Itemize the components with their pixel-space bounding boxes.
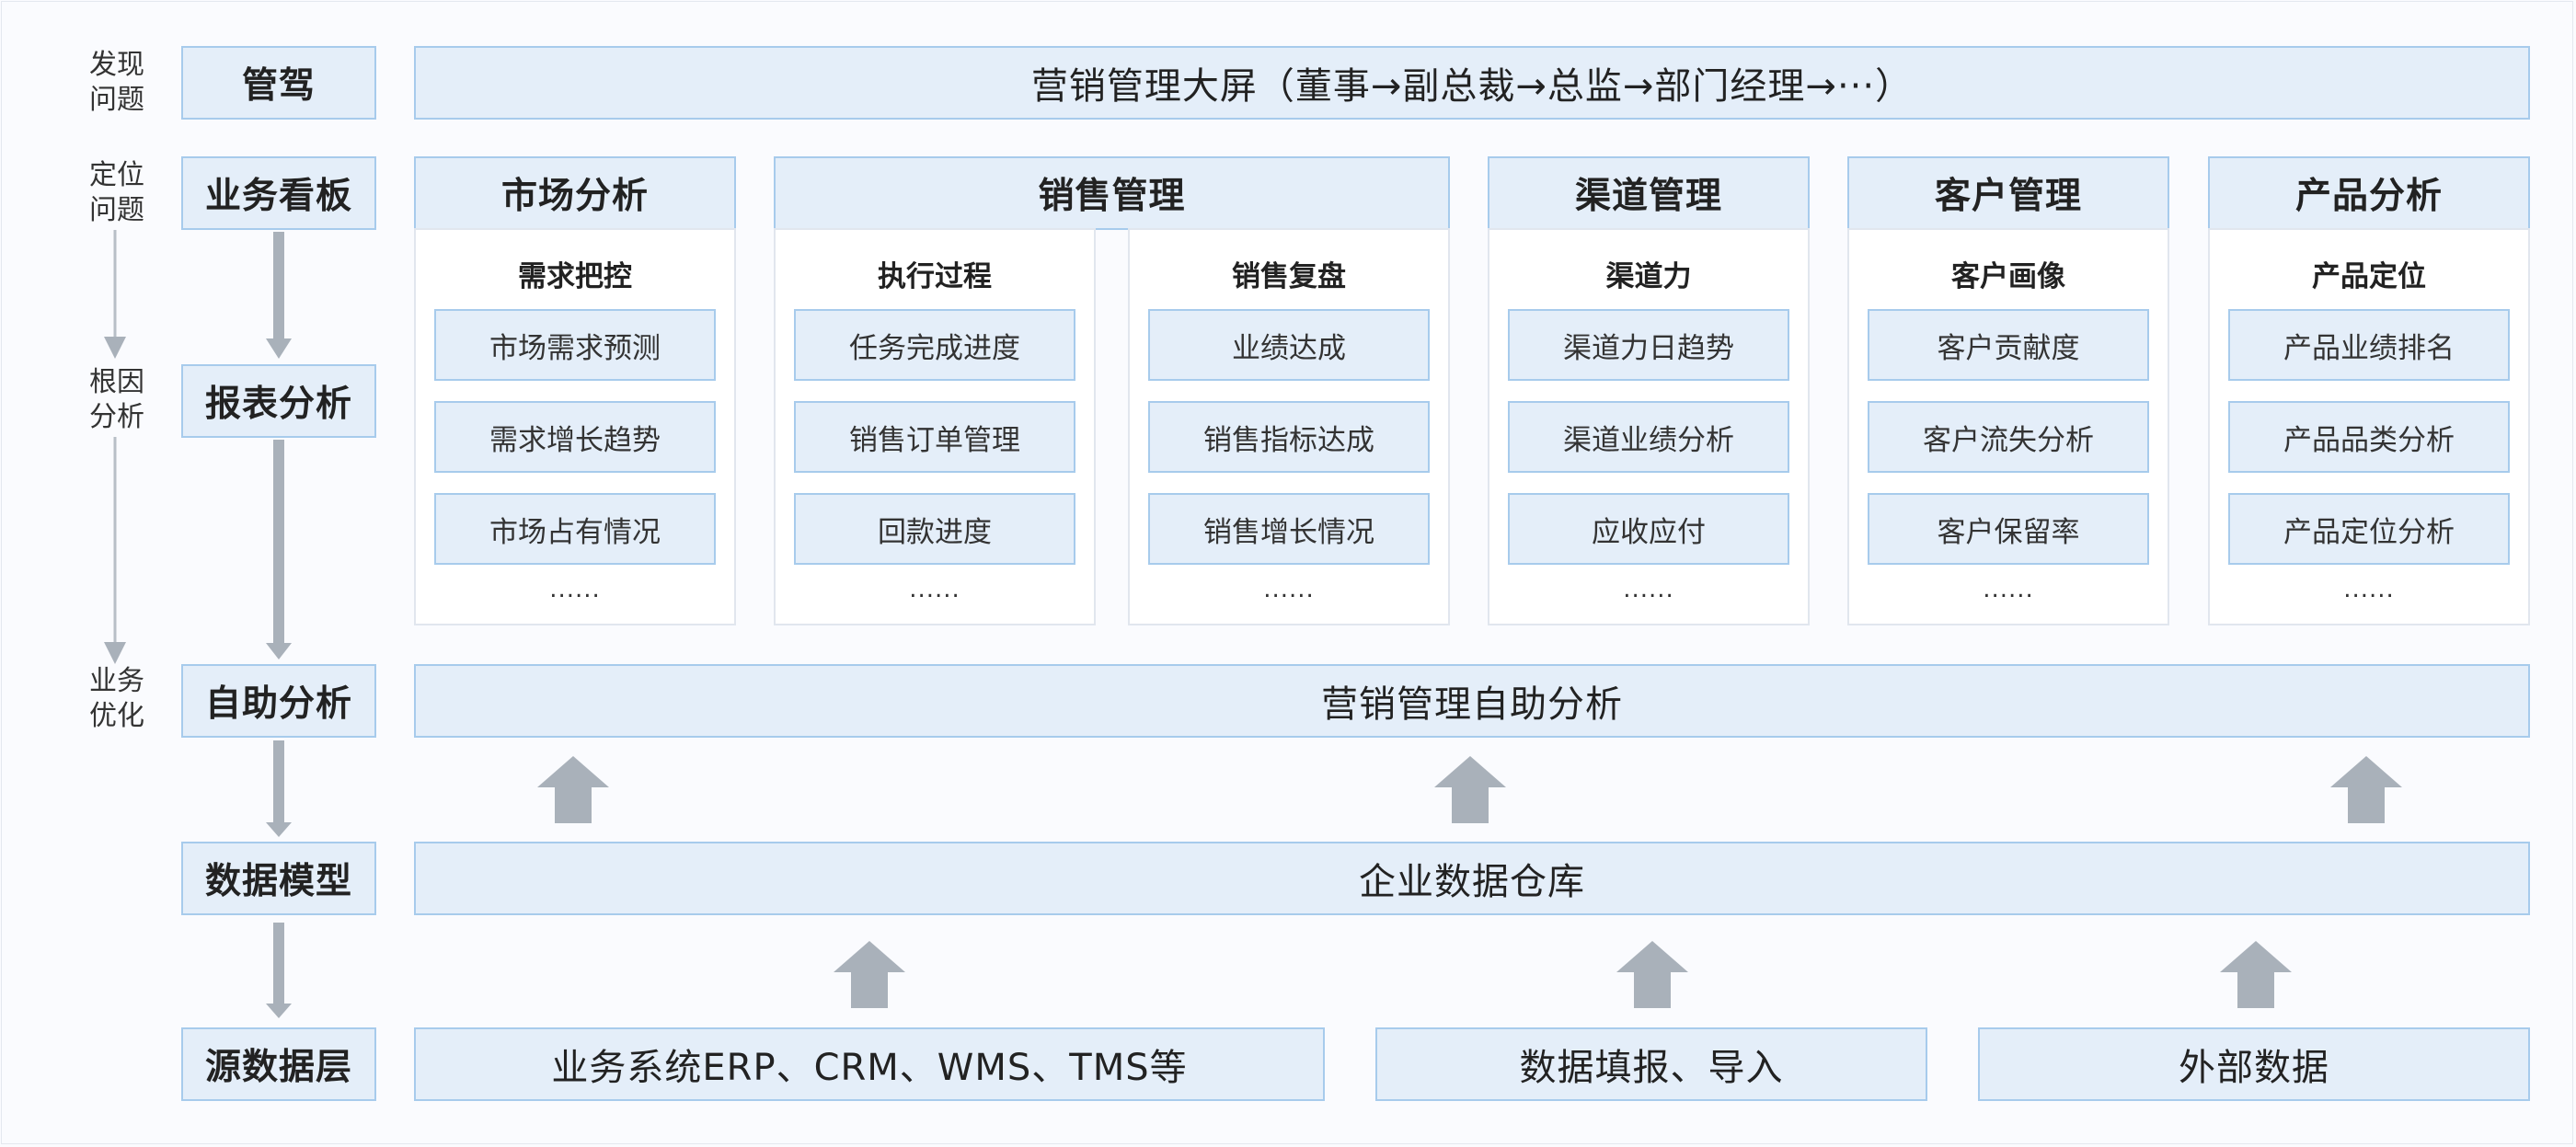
source-data-entry: 数据填报、导入 (1375, 1027, 1927, 1101)
side-label-cause: 根因 分析 (77, 365, 156, 435)
metric-item: 销售指标达成 (1148, 401, 1430, 473)
side-label-line: 业务 (89, 665, 144, 697)
down-arrow-board-report (266, 232, 292, 359)
more-ellipsis: ...... (1623, 576, 1674, 603)
up-arrow-1 (537, 756, 609, 823)
up-arrow-3 (2330, 756, 2402, 823)
panel-customer: 客户画像 客户贡献度 客户流失分析 客户保留率 ...... (1847, 228, 2169, 625)
side-label-line: 问题 (89, 194, 144, 226)
metric-item: 业绩达成 (1148, 309, 1430, 381)
side-label-line: 问题 (89, 84, 144, 116)
panel-product: 产品定位 产品业绩排名 产品品类分析 产品定位分析 ...... (2208, 228, 2530, 625)
layer-guanjia: 管驾 (181, 46, 376, 120)
panel-channel: 渠道力 渠道力日趋势 渠道业绩分析 应收应付 ...... (1488, 228, 1810, 625)
side-label-line: 根因 (89, 366, 144, 398)
side-label-line: 优化 (89, 700, 144, 732)
more-ellipsis: ...... (549, 576, 601, 603)
side-label-find: 发现 问题 (77, 48, 156, 118)
metric-item: 客户保留率 (1868, 493, 2149, 565)
metric-item: 渠道业绩分析 (1508, 401, 1789, 473)
layer-report: 报表分析 (181, 364, 376, 438)
group-subtitle: 需求把控 (518, 260, 632, 293)
module-title-customer: 客户管理 (1847, 156, 2169, 230)
up-arrow-4 (834, 941, 905, 1008)
down-arrow-self-model (266, 740, 292, 837)
metric-item: 市场占有情况 (434, 493, 716, 565)
module-title-channel: 渠道管理 (1488, 156, 1810, 230)
more-ellipsis: ...... (1263, 576, 1315, 603)
self-service-bar: 营销管理自助分析 (414, 664, 2530, 738)
metric-item: 需求增长趋势 (434, 401, 716, 473)
group-subtitle: 执行过程 (878, 260, 992, 293)
data-warehouse-bar: 企业数据仓库 (414, 842, 2530, 915)
group-subtitle: 产品定位 (2312, 260, 2426, 293)
metric-item: 销售增长情况 (1148, 493, 1430, 565)
metric-item: 客户贡献度 (1868, 309, 2149, 381)
source-external-data: 外部数据 (1978, 1027, 2530, 1101)
panel-market: 需求把控 市场需求预测 需求增长趋势 市场占有情况 ...... (414, 228, 736, 625)
source-business-systems: 业务系统ERP、CRM、WMS、TMS等 (414, 1027, 1325, 1101)
metric-item: 回款进度 (794, 493, 1075, 565)
metric-item: 渠道力日趋势 (1508, 309, 1789, 381)
module-title-product: 产品分析 (2208, 156, 2530, 230)
layer-self: 自助分析 (181, 664, 376, 738)
metric-item: 任务完成进度 (794, 309, 1075, 381)
up-arrow-5 (1616, 941, 1688, 1008)
metric-item: 产品定位分析 (2228, 493, 2510, 565)
group-subtitle: 渠道力 (1605, 260, 1692, 293)
layer-source: 源数据层 (181, 1027, 376, 1101)
layer-board: 业务看板 (181, 156, 376, 230)
side-label-line: 定位 (89, 159, 144, 191)
metric-item: 销售订单管理 (794, 401, 1075, 473)
module-title-sales: 销售管理 (774, 156, 1450, 230)
group-subtitle: 客户画像 (1951, 260, 2065, 293)
metric-item: 产品业绩排名 (2228, 309, 2510, 381)
down-arrow-model-source (266, 923, 292, 1018)
more-ellipsis: ...... (909, 576, 960, 603)
metric-item: 市场需求预测 (434, 309, 716, 381)
metric-item: 产品品类分析 (2228, 401, 2510, 473)
module-title-market: 市场分析 (414, 156, 736, 230)
side-label-optimize: 业务 优化 (77, 664, 156, 734)
panel-sales-review: 销售复盘 业绩达成 销售指标达成 销售增长情况 ...... (1128, 228, 1450, 625)
panel-sales-process: 执行过程 任务完成进度 销售订单管理 回款进度 ...... (774, 228, 1096, 625)
side-label-line: 发现 (89, 49, 144, 81)
screen-title-bar: 营销管理大屏（董事→副总裁→总监→部门经理→···） (414, 46, 2530, 120)
up-arrow-6 (2220, 941, 2292, 1008)
more-ellipsis: ...... (2343, 576, 2395, 603)
down-arrow-report-self (266, 440, 292, 660)
group-subtitle: 销售复盘 (1232, 260, 1346, 293)
layer-model: 数据模型 (181, 842, 376, 915)
more-ellipsis: ...... (1983, 576, 2034, 603)
up-arrow-2 (1434, 756, 1506, 823)
metric-item: 应收应付 (1508, 493, 1789, 565)
side-label-line: 分析 (89, 401, 144, 433)
metric-item: 客户流失分析 (1868, 401, 2149, 473)
side-label-locate: 定位 问题 (77, 158, 156, 228)
